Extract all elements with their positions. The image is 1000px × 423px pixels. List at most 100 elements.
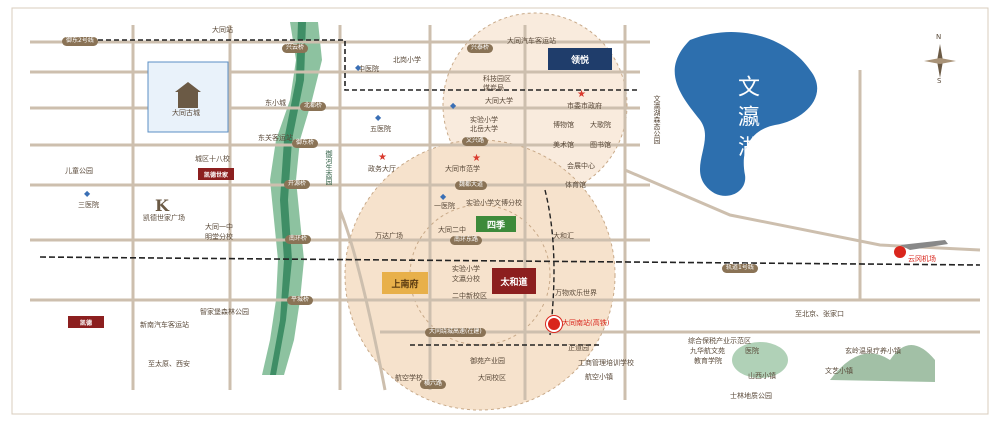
to-beijing-label: 至北京、张家口 [795, 310, 844, 318]
sanlin-label: 士林地质公园 [730, 392, 772, 400]
gaotie-station-label: 大同南站(高铁) [562, 319, 610, 327]
road-tag-yudong: 御东桥 [292, 139, 319, 148]
brand-siji: 四季 [476, 216, 516, 232]
yiyuan-label: 一医院 [434, 202, 455, 210]
shiwei-star-icon: ★ [577, 89, 586, 100]
road-tag-xingyun: 兴云桥 [282, 44, 309, 53]
gongshang-label: 工商管理培训学校 [578, 359, 634, 367]
radius-circle-south [344, 139, 616, 411]
zhongyiyuan-label: 中医院 [358, 65, 379, 73]
shiwei-label: 市委市政府 [567, 102, 602, 110]
wanda-label: 万达广场 [375, 232, 403, 240]
tiyuguan-label: 体育馆 [565, 181, 586, 189]
compass: N S [920, 33, 960, 86]
meitan-label: 煤炭局 [483, 84, 504, 92]
datong-campus-label: 大同校区 [478, 374, 506, 382]
hospital-icon-sanyi: ◆ [84, 189, 91, 198]
roads-vertical [131, 25, 862, 400]
rail-line-south [544, 189, 555, 336]
to-taiyuan-label: 至太原、西安 [148, 360, 190, 368]
road-tag-pingcheng: 平城桥 [287, 296, 314, 305]
gaotie-station-pin [546, 316, 562, 332]
brand-chengqu: 凯德世家 [198, 168, 234, 180]
east-road [624, 168, 981, 252]
wanwu-label: 万物欢乐世界 [555, 289, 597, 297]
shiyan-label: 实验小学 [470, 116, 498, 124]
datong-station-label: 大同站 [212, 26, 233, 34]
bowuguan-label: 博物馆 [553, 121, 574, 129]
old-city-label: 大同古城 [172, 109, 200, 117]
yizhong-label: 大同一中 [205, 223, 233, 231]
road-tag-yuhe: 文兴路 [462, 137, 489, 146]
road-tag-kaiyuan: 开源桥 [284, 180, 311, 189]
road-tag-gaotie: 大同绕城高速(在建) [425, 328, 486, 337]
beiyue-label: 北岳大学 [470, 125, 498, 133]
hangkong-town-label: 航空小镇 [585, 373, 613, 381]
mingdi-label: 明堂分校 [205, 233, 233, 241]
bus-station-label: 新南汽车客运站 [140, 321, 189, 329]
dongxiaocheng-label: 东小城 [265, 99, 286, 107]
jiangnan-label: 山西小镇 [748, 372, 776, 380]
hospital-icon-yiyuan: ◆ [440, 192, 447, 201]
shiyan-wenbo-label: 实验小学文博分校 [466, 199, 522, 207]
brand-taihe: 太和道 [492, 268, 536, 294]
road-tag-weidong: 魏都大道 [455, 181, 488, 190]
jiuhua-label: 九华航文苑 [690, 347, 725, 355]
hangkong-school-label: 航空学校 [395, 374, 423, 382]
yuhe-river [270, 22, 306, 375]
datong-uni-label: 大同大学 [485, 97, 513, 105]
zhengyuan-label: 正道园 [568, 344, 589, 352]
erzhong-label: 大同二中 [438, 226, 466, 234]
government-star-icon: ★ [378, 152, 387, 163]
sanyiyuan-label: 三医院 [78, 201, 99, 209]
radius-circle-inner [409, 204, 551, 346]
east-gate-station-label: 东关客运站 [258, 134, 293, 142]
airport-marker [894, 246, 906, 258]
jiaoyu-label: 教育学院 [694, 357, 722, 365]
plane-shape [900, 240, 948, 250]
hospital-icon-wuyi: ◆ [375, 113, 382, 122]
wenying-lake-shape [674, 31, 818, 196]
road-tag-taihe: 兴泰桥 [467, 44, 494, 53]
road-tag-rail1: 轨道1号线 [722, 264, 758, 273]
yuqu-label: 御苑产业园 [470, 357, 505, 365]
rail-line-2 [90, 39, 640, 91]
tushuguan-label: 图书馆 [590, 141, 611, 149]
road-tag-henghe: 横六路 [420, 380, 447, 389]
shifan-label: 大同市范学 [445, 165, 480, 173]
brand-lingyue: 领悦 [548, 48, 612, 70]
yuhe-river-corridor [262, 22, 322, 375]
brand-shangnan: 上南府 [382, 272, 428, 294]
hospital-icon-daxue: ◆ [450, 101, 457, 110]
dahe-label: 大和汇 [553, 232, 574, 240]
compass-south: S [937, 77, 942, 85]
zonghe-label: 综合保税产业示范区 [688, 337, 751, 345]
rail-line-1 [39, 256, 981, 266]
wuyiyuan-label: 五医院 [370, 125, 391, 133]
school-star-icon: ★ [472, 153, 481, 164]
road-tag-rail2: 御东2号线 [62, 37, 98, 46]
erdong-park-label: 儿童公园 [65, 167, 93, 175]
beigang-label: 北岗小学 [393, 56, 421, 64]
er-zhong-xin-label: 二中新校区 [452, 292, 487, 300]
road-tag-nanhuan-road: 南环东路 [450, 236, 483, 245]
road-tag-nanhuan: 南环桥 [285, 235, 312, 244]
kaiyue-k-logo: K [155, 196, 169, 215]
wenyi-town-label: 文艺小镇 [825, 367, 853, 375]
diagonal-road [338, 209, 387, 391]
shiyan2-label: 实验小学 [452, 265, 480, 273]
linfen-park-label: 智家堡森林公园 [200, 308, 249, 316]
compass-north: N [936, 33, 942, 41]
chengqu-label: 城区十八校 [195, 155, 230, 163]
lake-label: 文瀛湖 [734, 75, 759, 165]
kejiyuan-label: 科技园区 [483, 75, 511, 83]
kaiyue-label: 凯德世家广场 [143, 214, 185, 222]
airport-label: 云冈机场 [908, 255, 936, 263]
road-tag-beidu: 北都桥 [300, 102, 327, 111]
hospital-icon-zhongyi: ◆ [355, 63, 362, 72]
auto-station-label: 大同汽车客运站 [507, 37, 556, 45]
yiyuan2-label: 医院 [745, 347, 759, 355]
map-frame [11, 7, 989, 415]
zhengwu-label: 政务大厅 [368, 165, 396, 173]
